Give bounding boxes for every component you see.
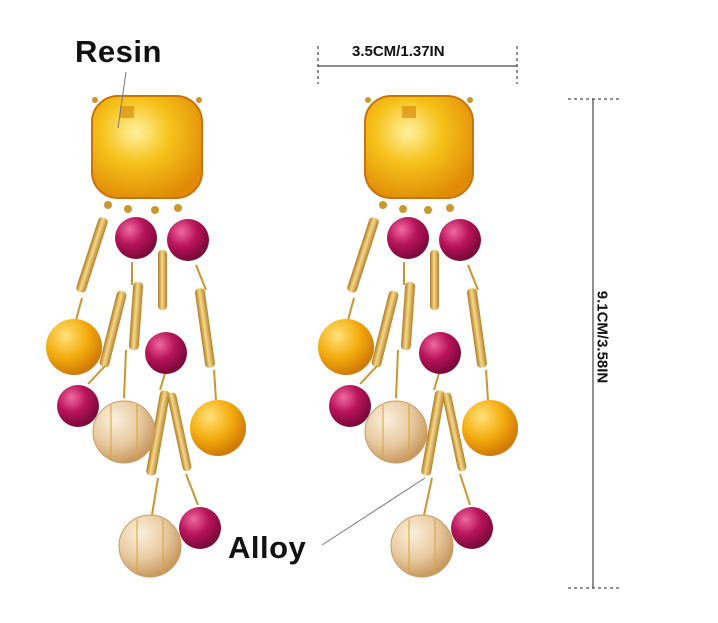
height-measurement: 9.1CM/3.58IN [593,290,611,384]
alloy-label: Alloy [228,530,307,565]
clear-bead [118,514,182,578]
magenta-bead [167,219,209,261]
amber-bead [462,400,518,456]
resin-leader-line [117,71,127,129]
width-measurement: 3.5CM/1.37IN [352,43,445,60]
amber-bead [318,319,374,375]
magenta-bead [329,385,371,427]
resin-label: Resin [75,34,162,69]
amber-bead [190,400,246,456]
magenta-bead [57,385,99,427]
right-earring [318,95,518,578]
resin-stone [91,95,203,199]
magenta-bead [145,332,187,374]
amber-bead [46,319,102,375]
magenta-bead [387,217,429,259]
alloy-leader-line [321,477,426,546]
left-earring [46,95,246,578]
magenta-bead [115,217,157,259]
magenta-bead [419,332,461,374]
clear-bead [364,400,428,464]
magenta-bead [451,507,493,549]
magenta-bead [439,219,481,261]
width-dimension [317,46,518,84]
clear-bead [92,400,156,464]
clear-bead [390,514,454,578]
height-dimension [568,98,620,589]
magenta-bead [179,507,221,549]
resin-stone [364,95,474,199]
